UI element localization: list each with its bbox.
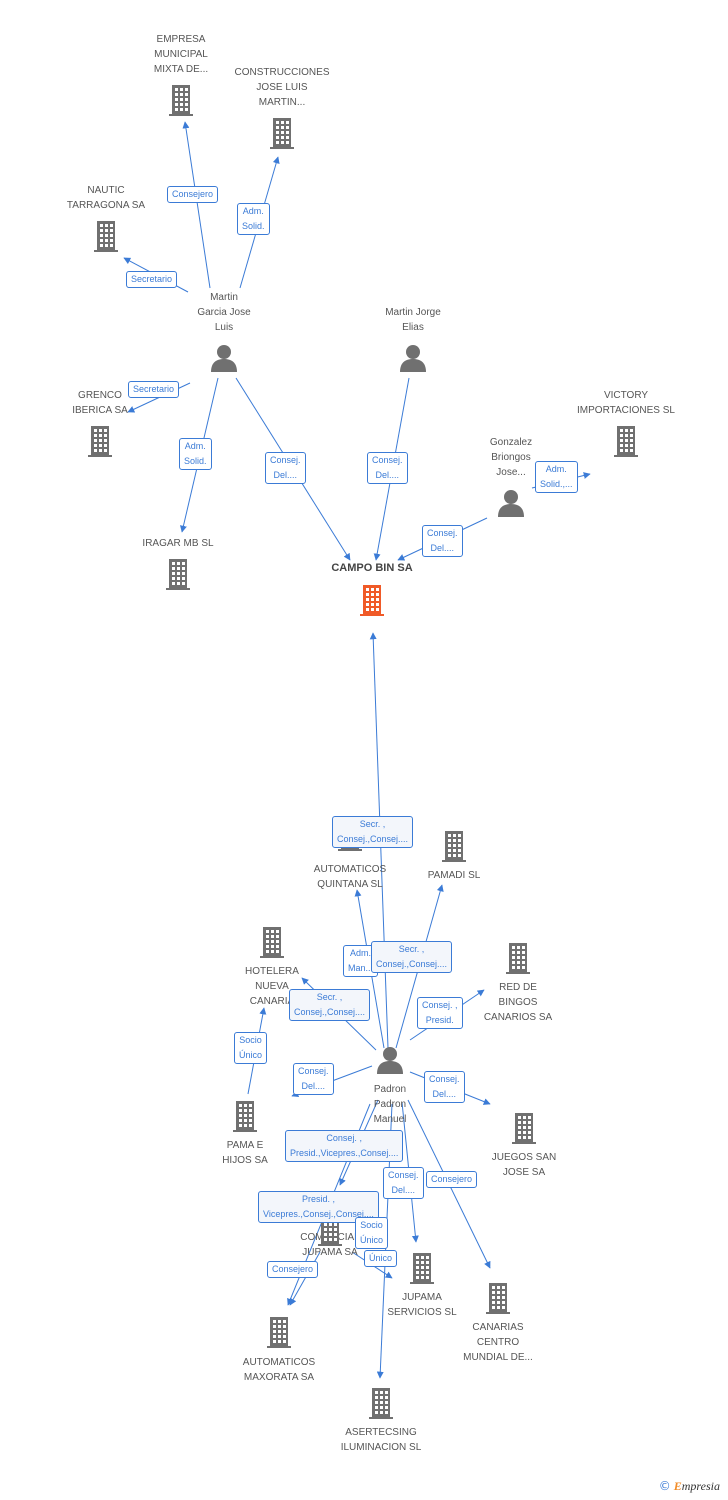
node-label: EMPRESA MUNICIPAL MIXTA DE...: [153, 34, 209, 75]
empresia-logo: ©Empresia: [659, 1479, 720, 1494]
node-label: PAMA E HIJOS SA: [222, 1140, 268, 1166]
building-icon[interactable]: [229, 1099, 261, 1138]
node-label: NAUTIC TARRAGONA SA: [66, 185, 146, 211]
node-label: CANARIAS CENTRO MUNDIAL DE...: [463, 1322, 533, 1363]
edge-label[interactable]: Consej. Del....: [265, 452, 306, 484]
company-node-nautic[interactable]: NAUTIC TARRAGONA SA: [67, 183, 145, 213]
node-label: Gonzalez Briongos Jose...: [489, 437, 533, 478]
edge-label[interactable]: Adm. Solid.,...: [535, 461, 578, 493]
edge-label[interactable]: Secretario: [126, 271, 178, 288]
edge-label[interactable]: Consejero: [167, 186, 219, 203]
edge-label[interactable]: Consejero: [267, 1261, 319, 1278]
copyright-symbol: ©: [658, 1479, 671, 1493]
main-building-icon[interactable]: [356, 583, 388, 622]
node-label: AUTOMATICOS MAXORATA SA: [242, 1357, 316, 1383]
company-node-amax[interactable]: AUTOMATICOS MAXORATA SA: [243, 1355, 315, 1385]
company-node-jsj[interactable]: JUEGOS SAN JOSE SA: [492, 1150, 556, 1180]
company-node-pamadi[interactable]: PAMADI SL: [428, 868, 481, 883]
person-icon[interactable]: [495, 488, 527, 523]
person-node-ppm[interactable]: Padron Padron Manuel: [374, 1082, 407, 1127]
edge-label[interactable]: Consej. Del....: [422, 525, 463, 557]
company-node-redb[interactable]: RED DE BINGOS CANARIOS SA: [484, 980, 552, 1025]
person-icon[interactable]: [397, 343, 429, 378]
edge-label[interactable]: Adm. Solid.: [237, 203, 270, 235]
edge-label[interactable]: Socio Único: [234, 1032, 268, 1064]
person-icon[interactable]: [374, 1045, 406, 1080]
person-node-mgjl[interactable]: Martin Garcia Jose Luis: [197, 290, 250, 335]
building-icon[interactable]: [610, 424, 642, 463]
edge-cjupama-amax: [289, 1251, 321, 1306]
person-node-gbj[interactable]: Gonzalez Briongos Jose...: [490, 435, 532, 480]
node-label: ASERTECSING ILUMINACION SL: [340, 1427, 422, 1453]
node-label: AUTOMATICOS QUINTANA SL: [313, 864, 387, 890]
edge-label[interactable]: Consej. , Presid.,Vicepres.,Consej....: [285, 1130, 404, 1162]
node-label: PAMADI SL: [427, 870, 481, 881]
person-icon[interactable]: [208, 343, 240, 378]
company-node-aq[interactable]: AUTOMATICOS QUINTANA SL: [314, 862, 386, 892]
edge-label[interactable]: Secr. , Consej.,Consej....: [289, 989, 371, 1021]
edge-label[interactable]: Socio Único: [355, 1217, 389, 1249]
building-icon[interactable]: [165, 83, 197, 122]
edge-label[interactable]: Consej. Del....: [293, 1063, 334, 1095]
node-label: Padron Padron Manuel: [373, 1084, 407, 1125]
company-node-jserv[interactable]: JUPAMA SERVICIOS SL: [387, 1290, 456, 1320]
node-label: IRAGAR MB SL: [142, 538, 214, 549]
logo-text: mpresia: [681, 1479, 720, 1493]
company-node-campo[interactable]: CAMPO BIN SA: [331, 561, 412, 576]
node-label: JUPAMA SERVICIOS SL: [387, 1292, 457, 1318]
building-icon[interactable]: [502, 941, 534, 980]
edge-label[interactable]: Consej. Del....: [383, 1167, 424, 1199]
node-label: Martin Jorge Elias: [385, 307, 441, 333]
edge-label[interactable]: Secretario: [128, 381, 180, 398]
node-label: CONSTRUCCIONES JOSE LUIS MARTIN...: [234, 67, 330, 108]
edge-mgjl-emm: [182, 121, 211, 289]
edges-layer: [123, 121, 591, 1379]
company-node-grenco[interactable]: GRENCO IBERICA SA: [72, 388, 128, 418]
company-node-emm[interactable]: EMPRESA MUNICIPAL MIXTA DE...: [154, 32, 208, 77]
building-icon[interactable]: [90, 219, 122, 258]
company-node-asert[interactable]: ASERTECSING ILUMINACION SL: [341, 1425, 422, 1455]
building-icon[interactable]: [508, 1111, 540, 1150]
node-label: CAMPO BIN SA: [331, 562, 413, 574]
edge-label[interactable]: Consejero: [426, 1171, 478, 1188]
building-icon[interactable]: [256, 925, 288, 964]
node-label: VICTORY IMPORTACIONES SL: [577, 390, 675, 416]
building-icon[interactable]: [84, 424, 116, 463]
node-label: HOTELERA NUEVA CANARIA: [245, 966, 299, 1007]
company-node-pama[interactable]: PAMA E HIJOS SA: [222, 1138, 268, 1168]
node-label: GRENCO IBERICA SA: [72, 390, 128, 416]
edge-label[interactable]: Consej. Del....: [424, 1071, 465, 1103]
edge-label[interactable]: Único: [364, 1250, 398, 1267]
edge-label[interactable]: Secr. , Consej.,Consej....: [371, 941, 453, 973]
company-node-victory[interactable]: VICTORY IMPORTACIONES SL: [577, 388, 675, 418]
person-node-mje[interactable]: Martin Jorge Elias: [385, 305, 441, 335]
company-node-canarias[interactable]: CANARIAS CENTRO MUNDIAL DE...: [463, 1320, 533, 1365]
edge-label[interactable]: Consej. , Presid.: [417, 997, 463, 1029]
edge-label[interactable]: Consej. Del....: [367, 452, 408, 484]
building-icon[interactable]: [438, 829, 470, 868]
building-icon[interactable]: [365, 1386, 397, 1425]
company-node-hotelera[interactable]: HOTELERA NUEVA CANARIA: [245, 964, 299, 1009]
edge-label[interactable]: Secr. , Consej.,Consej....: [332, 816, 414, 848]
company-node-iragar[interactable]: IRAGAR MB SL: [142, 536, 213, 551]
building-icon[interactable]: [263, 1315, 295, 1354]
node-label: RED DE BINGOS CANARIOS SA: [483, 982, 553, 1023]
building-icon[interactable]: [406, 1251, 438, 1290]
company-node-cjl[interactable]: CONSTRUCCIONES JOSE LUIS MARTIN...: [234, 65, 329, 110]
node-label: JUEGOS SAN JOSE SA: [491, 1152, 557, 1178]
edge-label[interactable]: Adm. Solid.: [179, 438, 212, 470]
building-icon[interactable]: [266, 116, 298, 155]
building-icon[interactable]: [162, 557, 194, 596]
building-icon[interactable]: [482, 1281, 514, 1320]
node-label: Martin Garcia Jose Luis: [197, 292, 251, 333]
logo-initial: E: [673, 1479, 682, 1493]
